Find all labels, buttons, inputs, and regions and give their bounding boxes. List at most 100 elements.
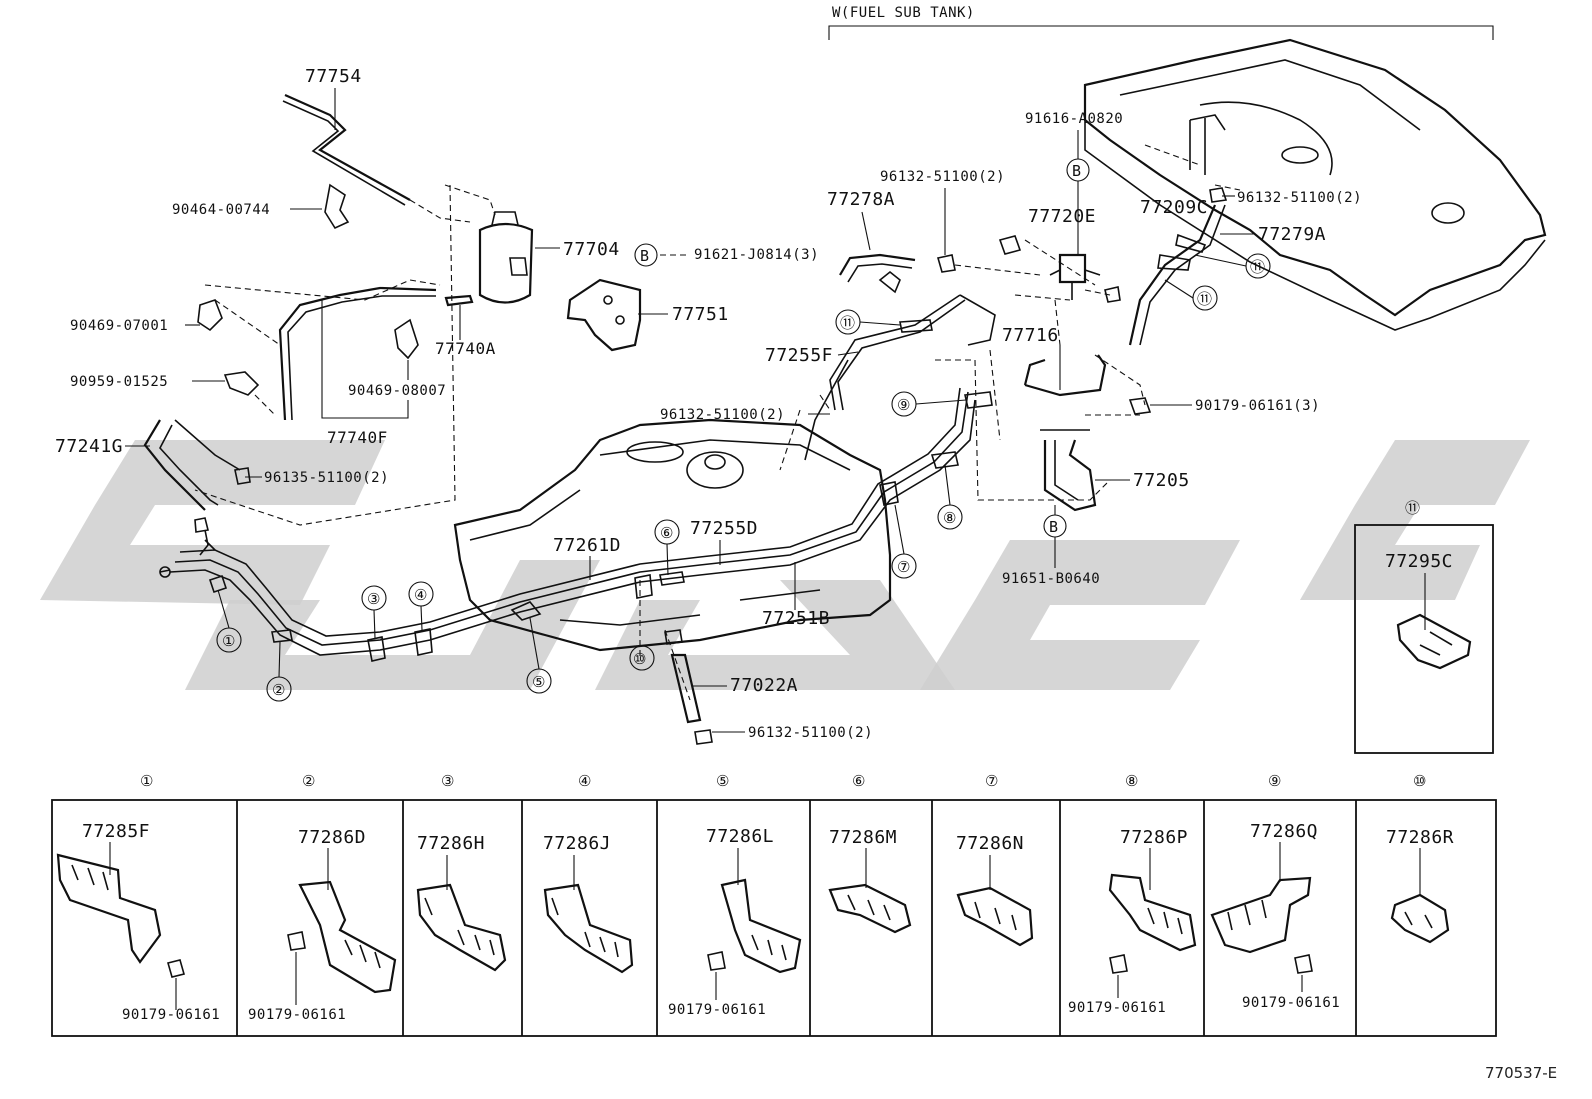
marker-11-c: ⑪ [840,314,855,332]
watermark-logo [40,440,1530,690]
label-77754: 77754 [305,66,362,87]
callout-labels: 77754 90464-00744 77704 B 91621-J0814(3)… [55,66,1362,741]
clamp-bolt-2: 90179-06161 [248,1007,346,1023]
clamp-cell-5: ⑤ 77286L 90179-06161 [668,772,802,1018]
clamp-part-77286l: 77286L [706,826,774,847]
label-77740a: 77740A [435,339,496,358]
clamp-number-2: ② [302,772,315,790]
canister-77704 [478,211,534,304]
hose-77740f [278,286,437,421]
hose-77209c [1128,204,1217,346]
clamp-number-3: ③ [441,772,454,790]
clamp-part-77286m: 77286M [829,827,897,848]
clamp-number-5: ⑤ [716,772,729,790]
label-77255f: 77255F [765,345,833,366]
marker-b-91621: B [640,247,649,265]
label-90469-07001: 90469-07001 [70,318,168,334]
marker-1-line: ① [222,632,235,650]
clamp-part-77286j: 77286J [543,833,611,854]
clip-90469-07001 [197,299,223,332]
marker-b-91651: B [1049,518,1058,536]
label-77279a: 77279A [1258,224,1326,245]
label-96135-51100: 96135-51100(2) [264,470,389,486]
pipe-77754 [282,93,411,230]
clamp-part-77286p: 77286P [1120,827,1188,848]
main-fuel-tank [453,418,892,652]
label-91651-b0640: 91651-B0640 [1002,571,1100,587]
clamp-part-77286r: 77286R [1386,827,1454,848]
label-77261d: 77261D [553,535,621,556]
label-77278a: 77278A [827,189,895,210]
marker-7-line: ⑦ [897,558,910,576]
valve-77720e [998,235,1121,303]
label-91621-j0814: 91621-J0814(3) [694,247,819,263]
label-90179-06161-3: 90179-06161(3) [1195,398,1320,414]
clamp-cell-2: ② 77286D 90179-06161 [248,772,397,1023]
hose-77241g [143,419,206,511]
hose-77740a [444,294,474,307]
label-96132-51100-a: 96132-51100(2) [880,169,1005,185]
label-90469-08007: 90469-08007 [348,383,446,399]
label-96132-51100-d: 96132-51100(2) [748,725,873,741]
figure-reference: 770537-E [1485,1064,1557,1082]
clamp-table [51,799,1497,1037]
marker-8-line: ⑧ [943,509,956,527]
clamp-cell-10: ⑩ 77286R [1386,772,1454,944]
marker-9-line: ⑨ [897,396,910,414]
marker-10-line: ⑩ [633,650,646,668]
clamp-bolt-5: 90179-06161 [668,1002,766,1018]
marker-5-line: ⑤ [532,673,545,691]
label-90464-00744: 90464-00744 [172,202,270,218]
clamp-cell-7: ⑦ 77286N [956,772,1034,947]
marker-4-line: ④ [414,586,427,604]
clip-90469-08007 [394,318,419,360]
label-91616-a0820: 91616-A0820 [1025,111,1123,127]
bracket-77716 [1023,354,1107,397]
clamp-bolt-1: 90179-06161 [122,1007,220,1023]
label-77720e: 77720E [1028,206,1096,227]
inset-clamp-11: ⑪ 77295C [1354,499,1494,754]
marker-11-b: ⑪ [1197,290,1212,308]
clamp-number-8: ⑧ [1125,772,1138,790]
hose-77278a [839,253,916,276]
label-77022a: 77022A [730,675,798,696]
label-77704: 77704 [563,239,620,260]
subtank-label: W(FUEL SUB TANK) [832,5,975,21]
label-77740f: 77740F [327,428,388,447]
marker-b-91616: B [1072,162,1081,180]
label-90959-01525: 90959-01525 [70,374,168,390]
clamp-part-77286d: 77286D [298,827,366,848]
label-96132-51100-c: 96132-51100(2) [660,407,785,423]
label-77241g: 77241G [55,436,123,457]
clamp-number-1: ① [140,772,153,790]
pipe-77205 [1043,439,1097,512]
label-77255d: 77255D [690,518,758,539]
dashed-guide-lines [194,144,1241,701]
marker-2-line: ② [272,681,285,699]
clamp-number-10: ⑩ [1413,772,1426,790]
label-77251b: 77251B [762,608,830,629]
clamp-bolt-8: 90179-06161 [1068,1000,1166,1016]
clamp-part-77286h: 77286H [417,833,485,854]
clamp-cell-6: ⑥ 77286M [828,772,912,934]
clamp-number-9: ⑨ [1268,772,1281,790]
inset-part-77295c: 77295C [1385,551,1453,572]
clamp-part-77286n: 77286N [956,833,1024,854]
line-77255f [804,294,966,461]
marker-3-line: ③ [367,590,380,608]
clamp-number-4: ④ [578,772,591,790]
hose-77022a [670,653,702,724]
clamp-cell-3: ③ 77286H [416,772,507,972]
label-77751: 77751 [672,304,729,325]
line-clamps [208,233,1207,662]
label-77716: 77716 [1002,325,1059,346]
marker-11-a: ⑪ [1250,258,1265,276]
clamp-cell-9: ⑨ 77286Q 90179-06161 [1210,772,1340,1011]
clamp-cell-8: ⑧ 77286P 90179-06161 [1068,772,1197,1016]
clip-90959-01525 [223,371,260,396]
bracket-77751 [566,278,642,352]
label-77209c: 77209C [1140,197,1208,218]
clamp-cell-1: ① 77285F 90179-06161 [56,772,220,1023]
clamp-cell-4: ④ 77286J [543,772,634,974]
